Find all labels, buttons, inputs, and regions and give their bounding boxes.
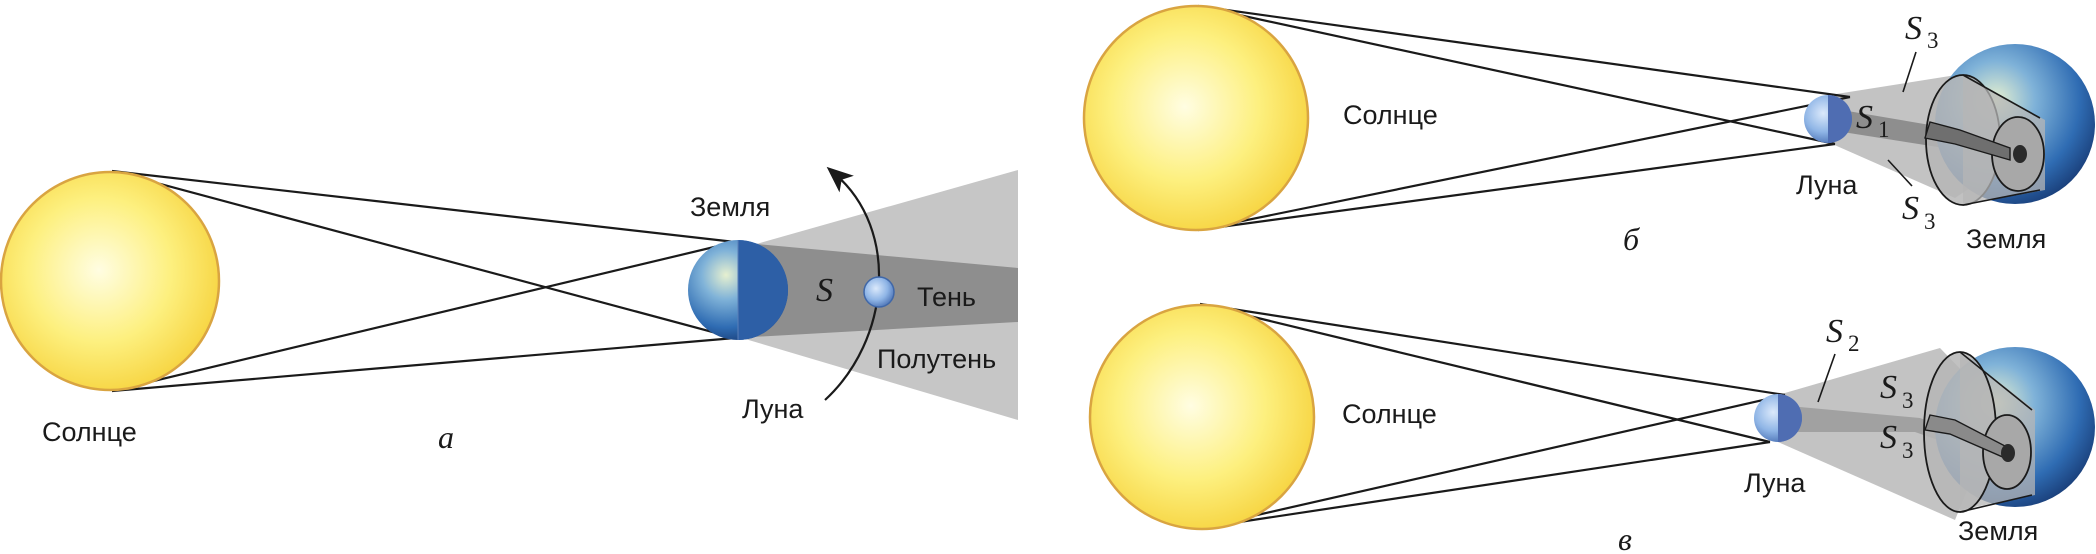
penumbra-index-top-v: 3 xyxy=(1902,388,1914,413)
umbra-label-a: Тень xyxy=(917,282,976,312)
umbra-symbol-a: S xyxy=(816,272,833,309)
panel-b: Солнце S 3 S 1 Луна S 3 Земля б xyxy=(1082,4,2095,257)
penumbra-label-a: Полутень xyxy=(877,344,996,374)
earth-label-a: Земля xyxy=(690,192,770,222)
penumbra-index-bottom-b: 3 xyxy=(1924,209,1936,234)
earth-label-b: Земля xyxy=(1966,224,2046,254)
moon-label-a: Луна xyxy=(742,394,804,424)
penumbra-symbol-top-v: S xyxy=(1880,369,1897,406)
penumbra-symbol-top-b: S xyxy=(1905,10,1922,47)
umbra-spot-b xyxy=(2013,145,2027,163)
panel-letter-a: а xyxy=(438,419,454,455)
ray-a1 xyxy=(111,169,736,244)
cone-edge-v2 xyxy=(1959,494,2033,513)
ray-v3 xyxy=(1199,393,1786,530)
earth-label-v: Земля xyxy=(1958,516,2038,546)
penumbra-symbol-bottom-v: S xyxy=(1880,419,1897,456)
ray-b4 xyxy=(1197,142,1836,232)
antumbra-region-v xyxy=(1778,405,1990,458)
penumbra-index-bottom-v: 3 xyxy=(1902,438,1914,463)
penumbra-index-top-b: 3 xyxy=(1927,28,1939,53)
moon-a xyxy=(863,276,895,308)
earth-a xyxy=(688,240,788,340)
moon-v xyxy=(1754,394,1802,442)
leader-s3-top-b xyxy=(1902,51,1917,93)
panel-v: Солнце S 2 S 3 S 3 Луна Земля в xyxy=(1088,302,2095,554)
moon-label-b: Луна xyxy=(1796,170,1858,200)
sun-label-b: Солнце xyxy=(1343,100,1438,130)
moon-label-v: Луна xyxy=(1744,468,1806,498)
sun-a xyxy=(0,170,221,392)
cone-edge-v1 xyxy=(1959,351,2033,411)
sun-v xyxy=(1088,303,1316,531)
panel-letter-b: б xyxy=(1623,221,1640,257)
ray-b1 xyxy=(1197,4,1851,99)
ray-a4 xyxy=(111,336,736,393)
ray-a2 xyxy=(111,169,736,340)
umbra-index-b: 1 xyxy=(1878,117,1890,142)
penumbra-symbol-bottom-b: S xyxy=(1902,190,1919,227)
ray-a3 xyxy=(111,240,736,393)
umbra-tube-b xyxy=(1924,121,2011,161)
sun-label-v: Солнце xyxy=(1342,399,1437,429)
antumbra-index-v: 2 xyxy=(1848,331,1860,356)
panel-a: Земля S Тень Полутень Луна Солнце а xyxy=(0,166,1018,455)
umbra-symbol-b: S xyxy=(1856,99,1873,136)
ray-v4 xyxy=(1199,440,1771,530)
ray-b3 xyxy=(1197,95,1851,232)
antumbra-spot-v xyxy=(2001,444,2015,462)
antumbra-symbol-v: S xyxy=(1826,313,1843,350)
ray-v1 xyxy=(1199,302,1786,397)
cone-edge-b2 xyxy=(1962,189,2041,206)
panel-letter-v: в xyxy=(1618,521,1632,554)
sun-label-a: Солнце xyxy=(42,417,137,447)
leader-s3-bottom-b xyxy=(1887,159,1913,187)
cone-edge-b1 xyxy=(1962,74,2041,119)
moon-b xyxy=(1804,95,1852,143)
sun-b xyxy=(1082,4,1310,232)
leader-s2-v xyxy=(1817,353,1836,403)
